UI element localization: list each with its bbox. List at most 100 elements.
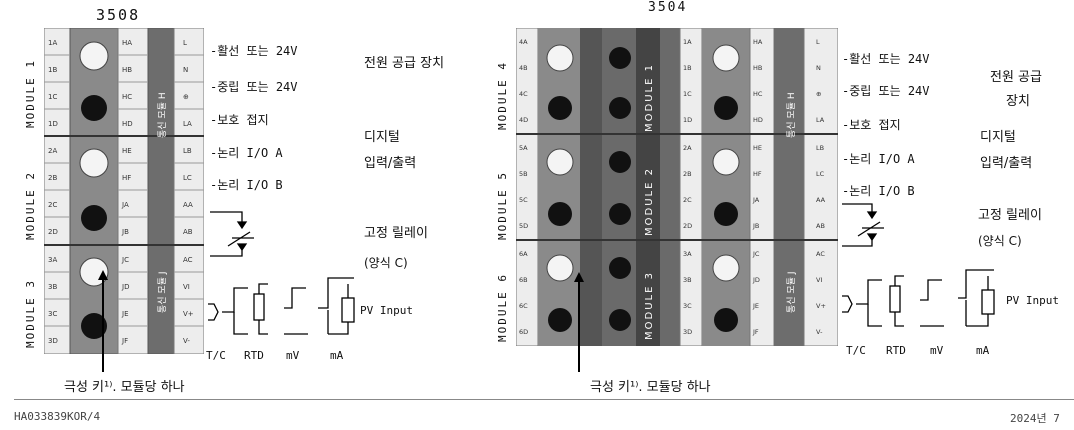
- svg-text:JB: JB: [752, 222, 759, 230]
- module-6-label: MODULE 6: [496, 273, 509, 342]
- footer-date: 2024년 7: [1010, 412, 1060, 425]
- sensor-ma: mA: [330, 349, 344, 362]
- svg-text:2B: 2B: [48, 174, 57, 182]
- svg-text:6A: 6A: [519, 250, 528, 258]
- digital-label: 디지털: [364, 130, 400, 145]
- svg-text:HA: HA: [753, 38, 763, 46]
- svg-text:2C: 2C: [683, 196, 692, 204]
- svg-text:AC: AC: [183, 256, 193, 264]
- comm-module-j-label: 통신 모듈 J: [157, 272, 168, 314]
- module-5-label: MODULE 5: [496, 171, 509, 240]
- svg-text:JA: JA: [752, 196, 760, 204]
- svg-text:JB: JB: [121, 228, 129, 236]
- svg-text:AC: AC: [816, 250, 825, 258]
- svg-text:3A: 3A: [683, 250, 692, 258]
- svg-text:VI: VI: [816, 276, 822, 284]
- svg-text:AA: AA: [183, 201, 193, 209]
- svg-text:1B: 1B: [48, 66, 57, 74]
- svg-text:1A: 1A: [48, 39, 57, 47]
- svg-text:3C: 3C: [48, 310, 57, 318]
- svg-text:HB: HB: [122, 66, 132, 74]
- terminal-cells: [44, 54, 204, 327]
- module-3-label: MODULE 3: [24, 279, 37, 348]
- svg-text:5D: 5D: [519, 222, 528, 230]
- terminal-block-3504: 4A 4B 4C 4D 5A 5B 5C 5D 6A 6B 6C 6D 1A 1…: [516, 28, 838, 346]
- svg-text:HB: HB: [753, 64, 762, 72]
- model-3508-title: 3508: [96, 6, 141, 24]
- svg-text:V-: V-: [816, 328, 823, 336]
- svg-text:LC: LC: [816, 170, 825, 178]
- svg-text:2D: 2D: [48, 228, 58, 236]
- svg-text:JD: JD: [752, 276, 760, 284]
- sensor-mv-3504: mV: [930, 344, 944, 357]
- svg-text:LC: LC: [183, 174, 192, 182]
- module-1-label: MODULE 1: [24, 59, 37, 128]
- svg-text:6D: 6D: [519, 328, 528, 336]
- svg-text:1C: 1C: [683, 90, 692, 98]
- svg-text:JD: JD: [121, 283, 129, 291]
- sensor-tc-3504: T/C: [846, 344, 866, 357]
- terminal-ids: 1A 1B 1C 1D 2A 2B 2C 2D 3A 3B 3C 3D HA H…: [48, 39, 194, 345]
- sensor-ma-3504: mA: [976, 344, 990, 357]
- svg-text:2A: 2A: [683, 144, 692, 152]
- svg-text:HE: HE: [753, 144, 762, 152]
- power-supply-label-3504-line2: 장치: [1006, 94, 1030, 109]
- svg-text:⊕: ⊕: [183, 93, 189, 101]
- screw-terminals: [79, 41, 109, 339]
- svg-text:LB: LB: [183, 147, 192, 155]
- wiring-live-3504: -활선 또는 24V: [842, 52, 930, 66]
- document-number: HA033839KOR/4: [14, 410, 101, 423]
- svg-text:4A: 4A: [519, 38, 528, 46]
- svg-text:5B: 5B: [519, 170, 528, 178]
- svg-text:JC: JC: [752, 250, 760, 258]
- fixed-relay-label: 고정 릴레이: [364, 226, 428, 241]
- svg-text:AA: AA: [816, 196, 826, 204]
- svg-text:HC: HC: [122, 93, 132, 101]
- svg-text:3D: 3D: [683, 328, 692, 336]
- power-supply-label-3504: 전원 공급: [990, 70, 1042, 85]
- io-label-3504: 입력/출력: [980, 156, 1033, 171]
- module-4-label: MODULE 4: [496, 61, 509, 130]
- svg-text:HD: HD: [753, 116, 763, 124]
- svg-text:N: N: [816, 64, 821, 72]
- form-c-label: (양식 C): [364, 256, 408, 270]
- model-3504-title: 3504: [648, 0, 688, 15]
- svg-text:3B: 3B: [683, 276, 692, 284]
- wiring-live: -활선 또는 24V: [210, 44, 298, 58]
- svg-text:1D: 1D: [48, 120, 58, 128]
- wiring-logic-a: -논리 I/O A: [210, 146, 283, 160]
- svg-text:4B: 4B: [519, 64, 528, 72]
- screw-terminals-3504: [546, 44, 740, 332]
- wiring-earth: -보호 접지: [210, 113, 269, 127]
- fixed-relay-label-3504: 고정 릴레이: [978, 208, 1042, 223]
- svg-text:V+: V+: [183, 310, 194, 318]
- svg-text:2D: 2D: [683, 222, 692, 230]
- svg-text:HD: HD: [122, 120, 133, 128]
- svg-text:JE: JE: [121, 310, 129, 318]
- terminal-ids-3504: 4A 4B 4C 4D 5A 5B 5C 5D 6A 6B 6C 6D 1A 1…: [519, 38, 826, 336]
- svg-text:3C: 3C: [683, 302, 692, 310]
- svg-text:⊕: ⊕: [816, 90, 821, 98]
- polarity-key-label-right: 극성 키¹⁾. 모듈당 하나: [590, 380, 711, 395]
- pv-input-label-3504: PV Input: [1006, 294, 1059, 307]
- module-2-label: MODULE 2: [24, 171, 37, 240]
- svg-text:HF: HF: [753, 170, 762, 178]
- svg-text:HA: HA: [122, 39, 132, 47]
- svg-text:1B: 1B: [683, 64, 692, 72]
- wiring-neutral-3504: -중립 또는 24V: [842, 84, 930, 98]
- comm-module-h-label: 통신 모듈 H: [157, 92, 168, 138]
- svg-text:HF: HF: [122, 174, 131, 182]
- polarity-key-arrow-left: [98, 270, 108, 372]
- comm-module-h-label-3504: 통신 모듈 H: [786, 92, 797, 138]
- svg-text:AB: AB: [816, 222, 825, 230]
- svg-text:1D: 1D: [683, 116, 692, 124]
- svg-text:MODULE 1: MODULE 1: [644, 63, 655, 132]
- io-label: 입력/출력: [364, 156, 417, 171]
- form-c-label-3504: (양식 C): [978, 234, 1022, 248]
- svg-text:L: L: [183, 39, 187, 47]
- svg-text:4D: 4D: [519, 116, 528, 124]
- wiring-logic-b-3504: -논리 I/O B: [842, 184, 915, 198]
- svg-text:JF: JF: [121, 337, 128, 345]
- svg-text:3D: 3D: [48, 337, 58, 345]
- svg-text:JA: JA: [121, 201, 129, 209]
